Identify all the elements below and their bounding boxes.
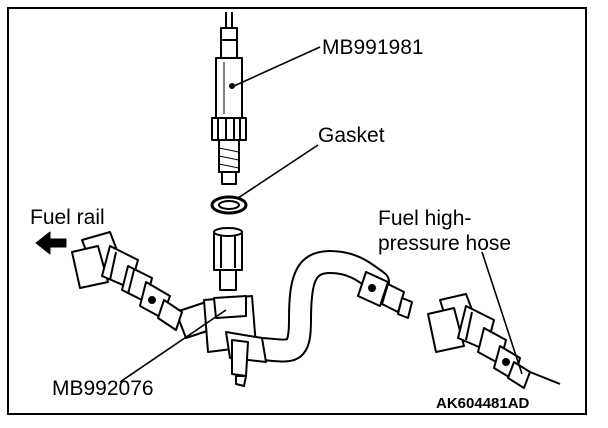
label-fuel-rail: Fuel rail — [30, 206, 105, 229]
tee-fitting-tool — [175, 295, 267, 387]
hose-end-connector — [357, 271, 413, 319]
label-mb992076: MB992076 — [52, 377, 154, 400]
fuel-high-pressure-hose — [238, 250, 390, 363]
pressure-gauge-adapter — [211, 12, 247, 185]
leader-hose — [481, 251, 523, 375]
leader-gasket — [237, 144, 319, 199]
label-gasket: Gasket — [318, 124, 385, 147]
fuel-rail-connector — [71, 231, 183, 331]
hose-side-connector — [427, 293, 561, 389]
label-hose-line2: pressure hose — [378, 232, 512, 255]
arrow-left-icon — [35, 231, 67, 255]
label-mb991981: MB991981 — [322, 36, 424, 59]
figure-code: AK604481AD — [436, 395, 530, 412]
leader-mb992076 — [119, 309, 227, 383]
adapter-fitting — [213, 227, 243, 291]
label-hose-line1: Fuel high- — [378, 207, 472, 230]
gasket — [210, 195, 248, 215]
leader-mb991981 — [233, 46, 321, 87]
